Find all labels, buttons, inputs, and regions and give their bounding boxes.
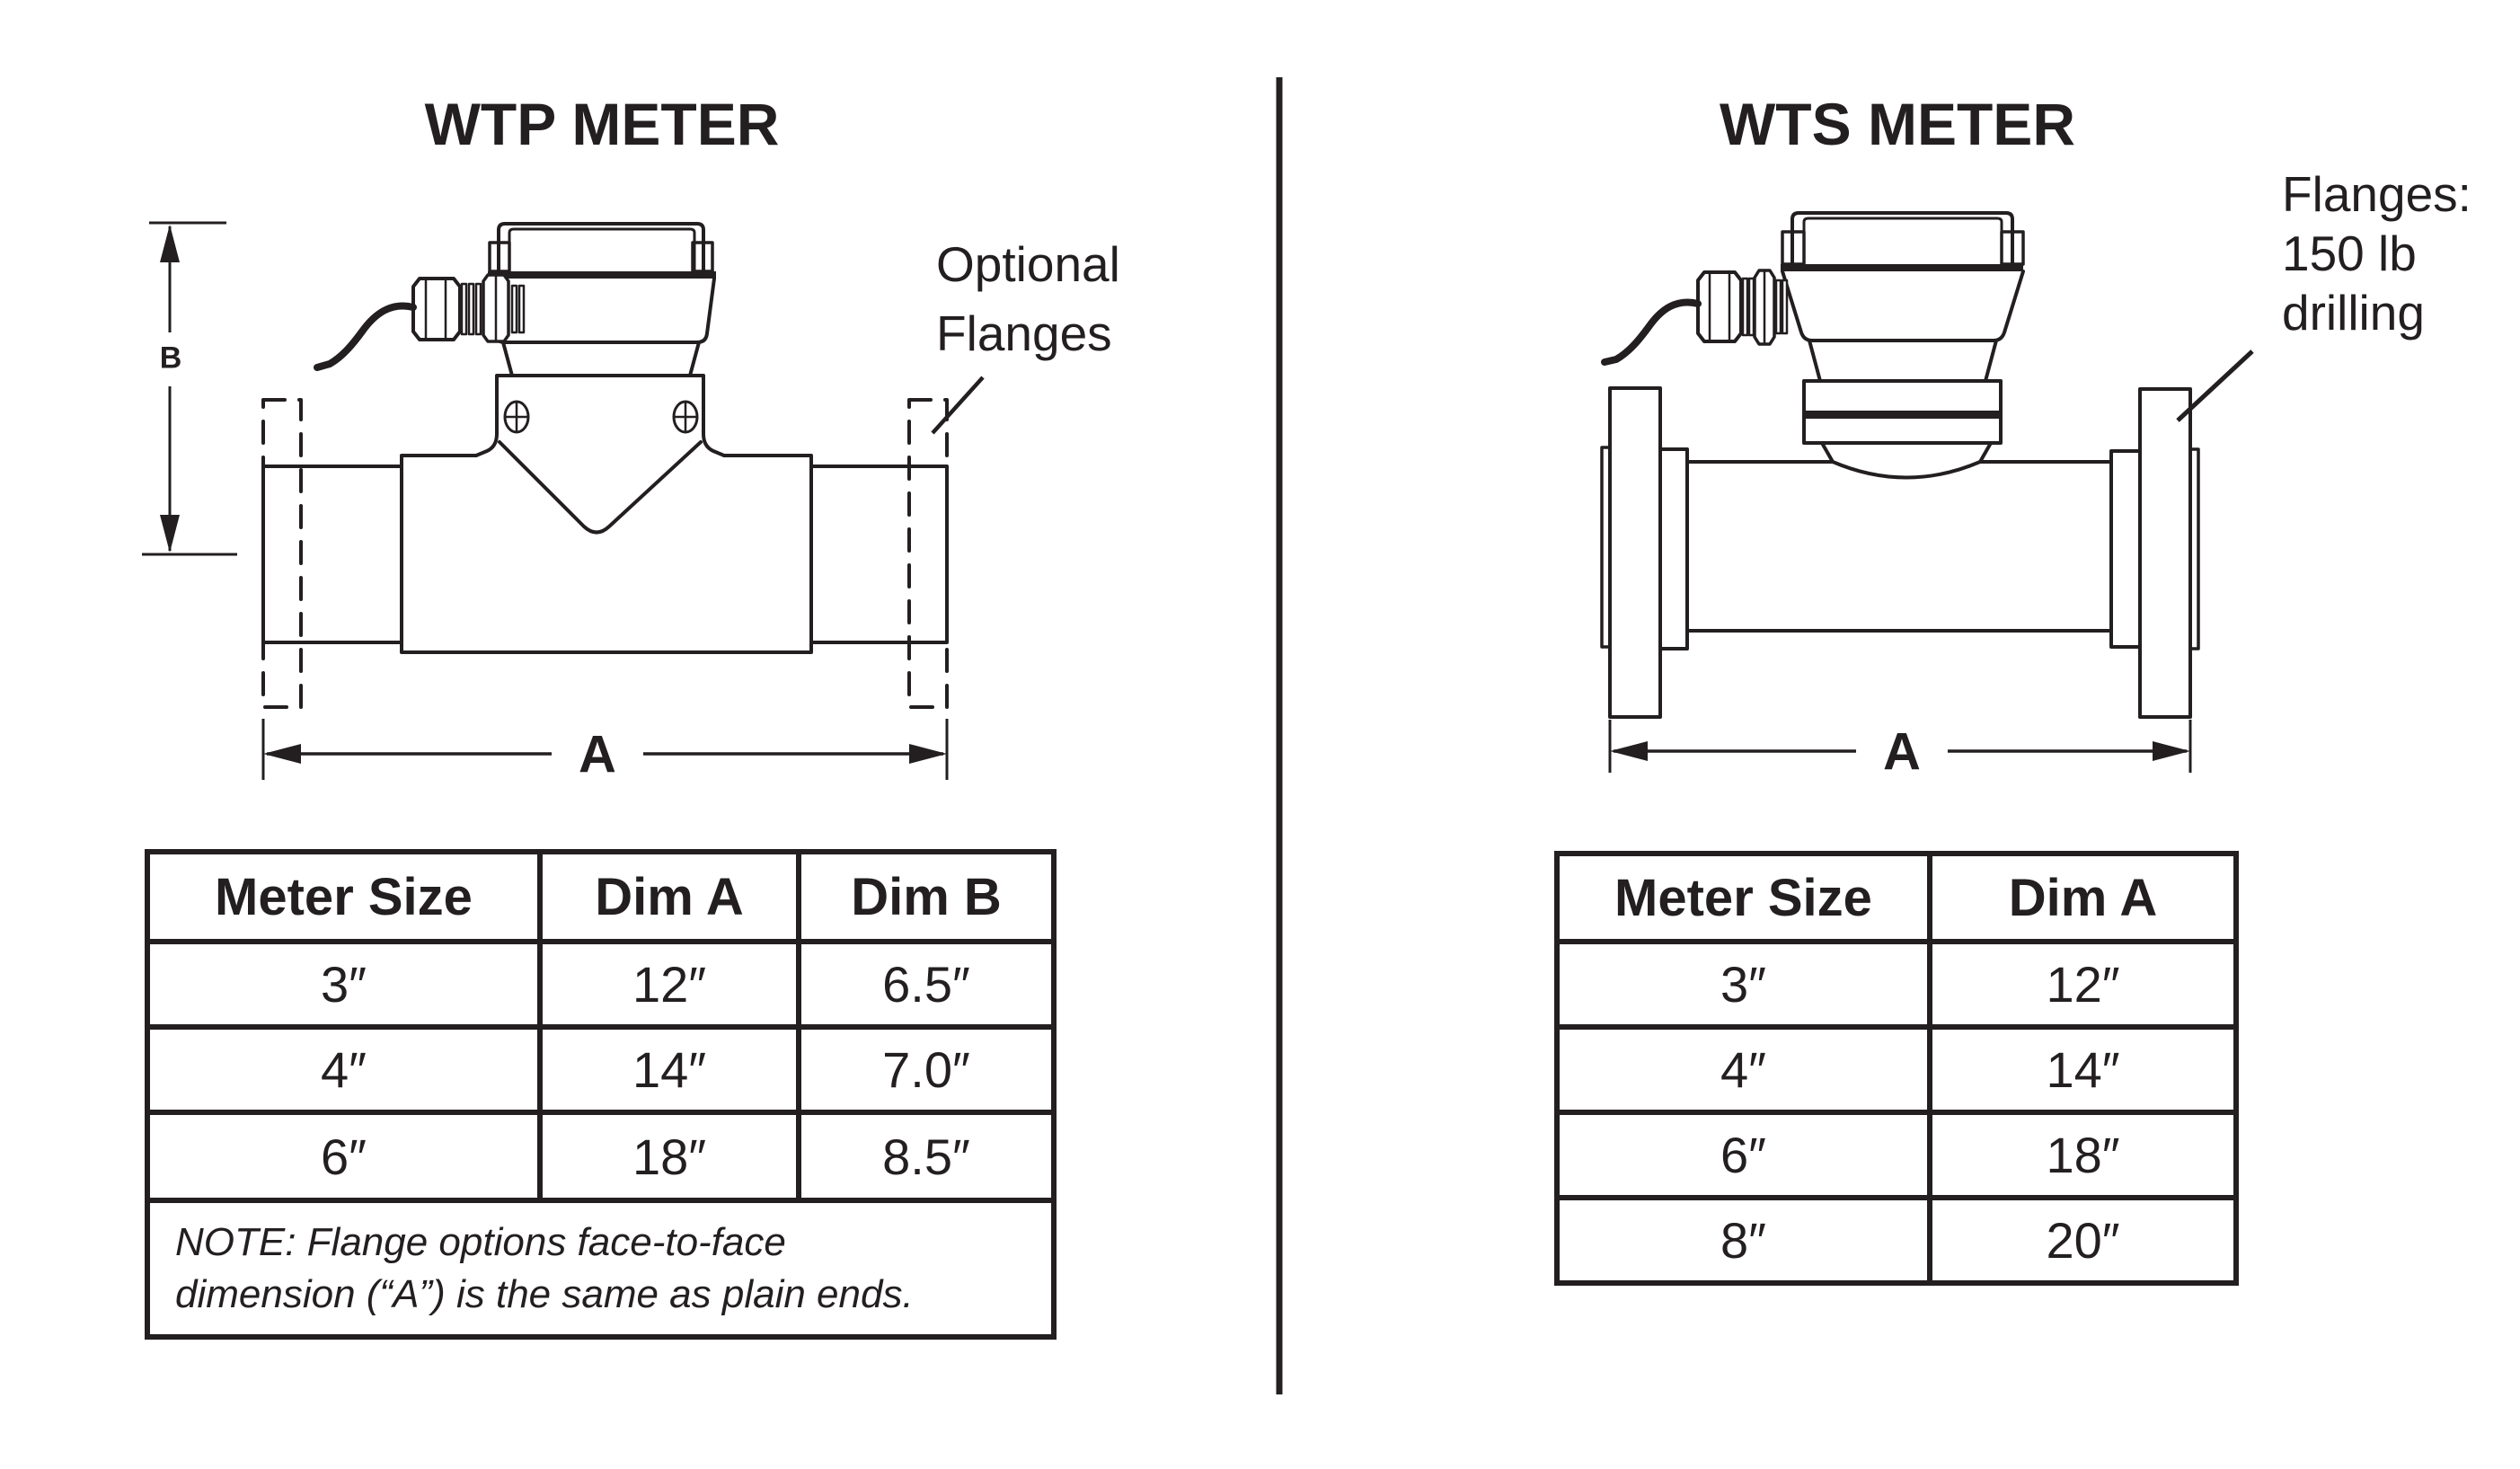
table-cell: 4″: [1554, 1024, 1932, 1115]
wtp-optional-flanges-annotation: Optional Flanges: [936, 236, 1120, 361]
wtp-dim-a-label: A: [579, 725, 616, 784]
column-header: Dim B: [796, 849, 1057, 944]
wts-flanges-annotation: Flanges: 150 lb drilling: [2282, 166, 2471, 341]
table-header-row: Meter Size Dim A: [1554, 851, 2239, 944]
column-header: Dim A: [537, 849, 801, 944]
note-line-2: dimension (“A”) is the same as plain end…: [175, 1272, 914, 1316]
wtp-bracket: [474, 374, 726, 457]
table-cell: 12″: [1927, 939, 2239, 1030]
wtp-bracket-screws: [503, 400, 699, 434]
table-row: 6″ 18″: [1554, 1110, 2239, 1200]
wts-spool-band: [1804, 411, 2001, 419]
wtp-flange-leader-line: [931, 376, 985, 435]
table-cell: 20″: [1927, 1195, 2239, 1286]
table-cell: 8″: [1554, 1195, 1932, 1286]
wts-dim-a-label: A: [1883, 722, 1921, 782]
wts-cable-gland: [1696, 269, 1789, 346]
table-cell: 14″: [1927, 1024, 2239, 1115]
wtp-head-neck: [501, 341, 701, 377]
note-line-1: NOTE: Flange options face-to-face: [175, 1220, 786, 1264]
wtp-dimensions-table: Meter Size Dim A Dim B 3″ 12″ 6.5″ 4″ 14…: [145, 849, 1057, 1340]
table-cell: 3″: [1554, 939, 1932, 1030]
wts-dim-a-line: [1608, 720, 2192, 773]
wtp-optional-flange-left: [261, 398, 303, 709]
wts-title: WTS METER: [1720, 91, 2075, 157]
column-header: Meter Size: [145, 849, 543, 944]
wtp-head-seam: [488, 271, 716, 279]
table-cell: 7.0″: [796, 1024, 1057, 1115]
wtp-saddle-v: [498, 440, 703, 535]
table-cell: 18″: [537, 1110, 801, 1203]
wts-flange-left: [1600, 386, 1689, 719]
wtp-optional-flange-right: [907, 398, 949, 709]
column-header: Meter Size: [1554, 851, 1932, 944]
wtp-dimensions: [142, 221, 985, 780]
table-cell: 8.5″: [796, 1110, 1057, 1203]
wtp-cable: [314, 302, 417, 371]
table-row: 8″ 20″: [1554, 1195, 2239, 1286]
table-row: 6″ 18″ 8.5″: [145, 1110, 1057, 1203]
wts-head-seam: [1781, 264, 2023, 271]
table-row: 4″ 14″: [1554, 1024, 2239, 1115]
column-header: Dim A: [1927, 851, 2239, 944]
table-cell: 12″: [537, 939, 801, 1030]
table-cell: 18″: [1927, 1110, 2239, 1200]
wts-head-neck: [1808, 339, 1998, 383]
table-row: 4″ 14″ 7.0″: [145, 1024, 1057, 1115]
wtp-meter-drawing: [261, 222, 949, 709]
wtp-dim-a-line: [261, 719, 949, 780]
wts-cable: [1601, 298, 1702, 366]
wtp-cable-gland: [411, 273, 526, 343]
table-row: 3″ 12″: [1554, 939, 2239, 1030]
wtp-pipe-and-body: [261, 454, 949, 654]
wts-meter-drawing: [1600, 211, 2200, 719]
wts-pipe: [1685, 460, 2113, 633]
wts-dimensions: [1608, 350, 2254, 773]
wtp-title: WTP METER: [424, 91, 780, 157]
table-cell: 6.5″: [796, 939, 1057, 1030]
wtp-dim-b-line: [142, 221, 237, 556]
table-cell: 14″: [537, 1024, 801, 1115]
table-row: 3″ 12″ 6.5″: [145, 939, 1057, 1030]
table-cell: 6″: [145, 1110, 543, 1203]
wtp-dim-b-label: B: [159, 341, 182, 376]
wts-dimensions-table: Meter Size Dim A 3″ 12″ 4″ 14″ 6″ 18″ 8″…: [1554, 851, 2239, 1286]
wts-dome: [1820, 441, 1993, 480]
wts-flange-right: [2109, 387, 2200, 719]
table-header-row: Meter Size Dim A Dim B: [145, 849, 1057, 944]
wts-register-head: [1781, 211, 2025, 342]
table-note: NOTE: Flange options face-to-face dimens…: [145, 1198, 1057, 1340]
table-note-row: NOTE: Flange options face-to-face dimens…: [145, 1198, 1057, 1340]
wts-flange-leader-line: [2176, 350, 2254, 422]
table-cell: 4″: [145, 1024, 543, 1115]
table-cell: 6″: [1554, 1110, 1932, 1200]
table-cell: 3″: [145, 939, 543, 1030]
